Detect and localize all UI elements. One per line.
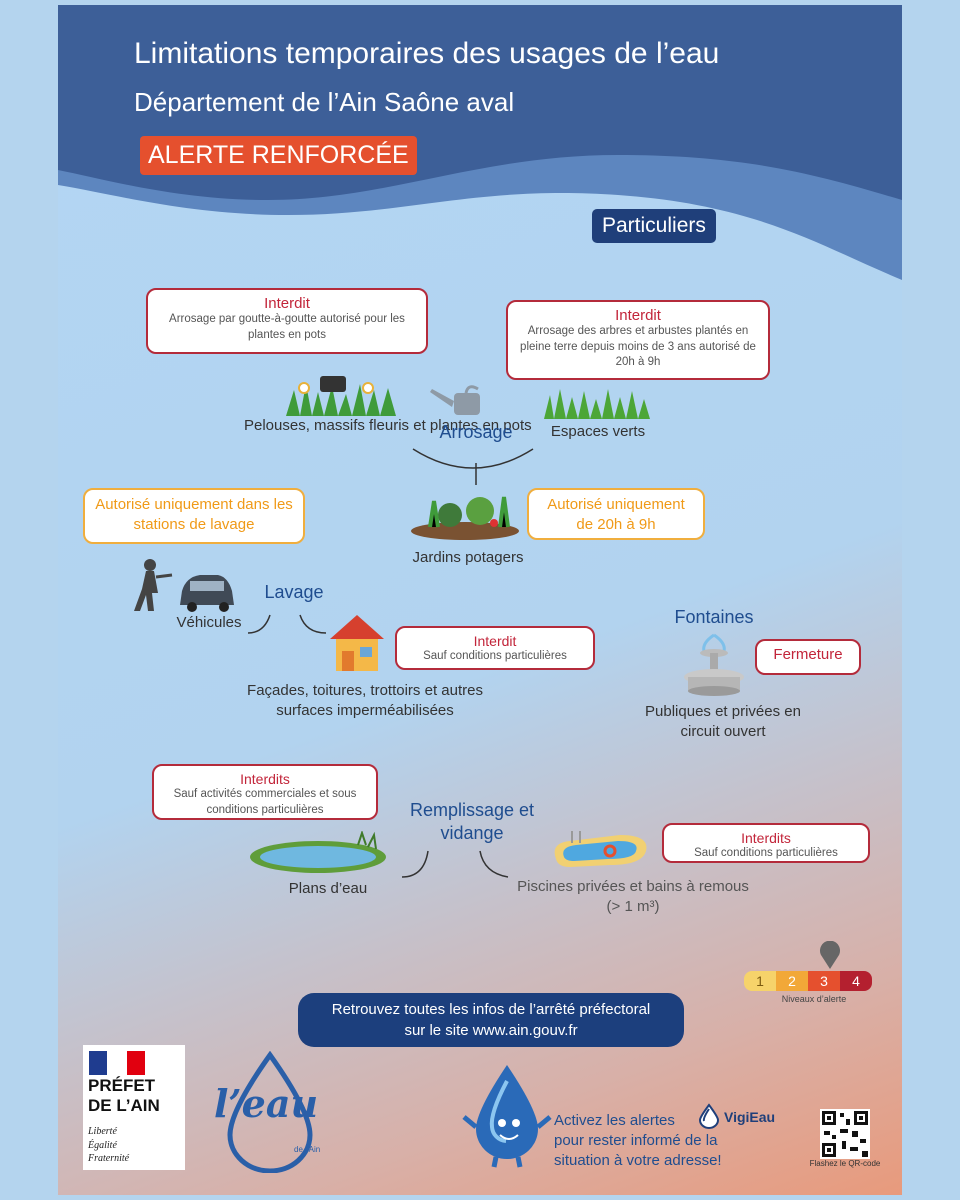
pelouses-status: Interdit bbox=[264, 295, 310, 312]
fontaines-label: Publiques et privées en circuit ouvert bbox=[645, 703, 801, 740]
alert-levels: 1 2 3 4 bbox=[744, 971, 872, 991]
garden-icon bbox=[411, 496, 519, 540]
vehicules-status: Autorisé uniquement dans les stations de… bbox=[95, 496, 293, 533]
grass-icon bbox=[544, 389, 650, 419]
motto-1: Liberté bbox=[88, 1126, 117, 1137]
piscines-status-box: Interdits Sauf conditions particulières bbox=[662, 823, 870, 863]
piscines-sub-label: (> 1 m³) bbox=[606, 898, 660, 915]
piscines-status: Interdits bbox=[741, 830, 791, 846]
plans-eau-detail: Sauf activités commerciales et sous cond… bbox=[173, 788, 357, 816]
level-4: 4 bbox=[840, 971, 872, 991]
prefet-logo: PRÉFET DE L’AIN Liberté Égalité Fraterni… bbox=[83, 1045, 185, 1170]
qr-code-icon[interactable] bbox=[820, 1109, 870, 1159]
plans-eau-status: Interdits bbox=[240, 771, 290, 787]
espaces-verts-label: Espaces verts bbox=[550, 423, 646, 440]
plans-eau-label: Plans d’eau bbox=[288, 880, 368, 897]
vehicules-status-box: Autorisé uniquement dans les stations de… bbox=[83, 488, 305, 544]
pelouses-detail: Arrosage par goutte-à-goutte autorisé po… bbox=[169, 313, 405, 341]
espaces-verts-status-box: Interdit Arrosage des arbres et arbustes… bbox=[506, 300, 770, 380]
poster: Limitations temporaires des usages de l’… bbox=[58, 5, 902, 1195]
fontaines-category: Fontaines bbox=[674, 607, 754, 627]
espaces-verts-status: Interdit bbox=[615, 307, 661, 324]
level-3: 3 bbox=[808, 971, 840, 991]
remplissage-connector bbox=[401, 850, 509, 878]
vigieau-brand: VigiEau bbox=[724, 1109, 776, 1125]
lavage-connector bbox=[247, 614, 327, 634]
watering-can-icon bbox=[430, 385, 480, 415]
level-marker-icon bbox=[820, 941, 840, 969]
plans-eau-status-box: Interdits Sauf activités commerciales et… bbox=[152, 764, 378, 820]
level-1: 1 bbox=[744, 971, 776, 991]
pool-icon bbox=[554, 831, 647, 867]
facades-status: Interdit bbox=[473, 633, 517, 649]
pond-icon bbox=[250, 831, 386, 873]
house-icon bbox=[330, 615, 384, 671]
alert-badge: ALERTE RENFORCÉE bbox=[140, 136, 417, 175]
piscines-label: Piscines privées et bains à remous bbox=[517, 878, 749, 895]
motto-3: Fraternité bbox=[88, 1153, 130, 1164]
jardins-status-box: Autorisé uniquement de 20h à 9h bbox=[527, 488, 705, 540]
lavage-category: Lavage bbox=[264, 582, 324, 602]
fountain-icon bbox=[684, 633, 744, 696]
drop-mascot-icon bbox=[462, 1065, 552, 1168]
espaces-verts-detail: Arrosage des arbres et arbustes plantés … bbox=[520, 325, 756, 369]
arrosage-connector bbox=[412, 448, 534, 485]
eau-logo-sub: de l’Ain bbox=[294, 1145, 321, 1154]
facades-label: Façades, toitures, trottoirs et autres s… bbox=[247, 682, 483, 719]
fontaines-status-box: Fermeture bbox=[755, 639, 861, 675]
qr-caption: Flashez le QR-code bbox=[809, 1159, 881, 1168]
pelouses-label: Pelouses, massifs fleuris et plantes en … bbox=[244, 417, 532, 434]
info-banner: Retrouvez toutes les infos de l’arrêté p… bbox=[298, 993, 684, 1047]
facades-status-box: Interdit Sauf conditions particulières bbox=[395, 626, 595, 670]
page-subtitle: Département de l’Ain Saône aval bbox=[134, 87, 515, 117]
slogan-line-1: Activez les alertes bbox=[554, 1112, 675, 1129]
remplissage-category: Remplissage et vidange bbox=[409, 800, 535, 844]
prefet-line-1: PRÉFET bbox=[88, 1076, 156, 1095]
fontaines-status: Fermeture bbox=[773, 646, 843, 663]
slogan-line-2: pour rester informé de la bbox=[554, 1132, 718, 1149]
info-line-1: Retrouvez toutes les infos de l’arrêté p… bbox=[331, 1001, 651, 1018]
piscines-detail: Sauf conditions particulières bbox=[694, 847, 838, 859]
level-2: 2 bbox=[776, 971, 808, 991]
facades-detail: Sauf conditions particulières bbox=[423, 650, 567, 662]
jardins-status: Autorisé uniquement de 20h à 9h bbox=[547, 496, 685, 533]
arrosage-category: Arrosage bbox=[439, 422, 513, 442]
flowers-icon bbox=[286, 376, 396, 416]
eau-logo-icon bbox=[227, 1051, 313, 1173]
car-wash-icon bbox=[134, 559, 234, 612]
vehicules-label: Véhicules bbox=[176, 614, 242, 631]
vigieau-drop-icon bbox=[698, 1103, 720, 1129]
eau-logo-text: l’eau bbox=[214, 1081, 319, 1126]
slogan-line-3: situation à votre adresse! bbox=[554, 1152, 722, 1169]
levels-caption: Niveaux d’alerte bbox=[781, 994, 847, 1004]
page-title: Limitations temporaires des usages de l’… bbox=[134, 37, 720, 70]
prefet-line-2: DE L’AIN bbox=[88, 1096, 160, 1115]
pelouses-status-box: Interdit Arrosage par goutte-à-goutte au… bbox=[146, 288, 428, 354]
audience-badge: Particuliers bbox=[592, 209, 716, 243]
motto-2: Égalité bbox=[88, 1139, 117, 1151]
info-line-2: sur le site www.ain.gouv.fr bbox=[404, 1022, 578, 1039]
marianne-icon bbox=[89, 1051, 145, 1075]
jardins-label: Jardins potagers bbox=[412, 549, 524, 566]
